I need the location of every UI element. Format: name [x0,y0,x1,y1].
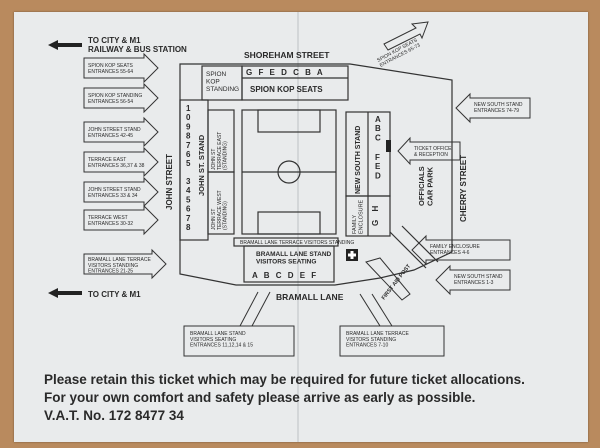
street-north: SHOREHAM STREET [244,50,330,60]
street-south: BRAMALL LANE [276,292,344,302]
fold-crease [297,12,299,442]
entrance-spion-kop-seats-top: SPION KOP SEATSENTRANCES 65-73 [376,37,422,69]
left-direction-label: TO CITY & M1 [88,290,141,299]
street-west: JOHN STREET [165,154,174,210]
bramall-terrace-label: BRAMALL LANE TERRACE VISITORS STANDING [240,240,354,246]
bramall-stand-block [243,245,335,283]
city-arrow-left [48,288,82,298]
note-arrive-early: For your own comfort and safety please a… [44,390,476,405]
john-st-stand-label: JOHN ST. STAND [197,134,206,196]
spion-kop-blocks: G F E D C B A [246,68,325,77]
city-arrow-top [48,40,82,50]
spion-kop-seats-block [241,65,349,101]
entrance-ticket-office: TICKET OFFICE& RECEPTION [414,146,452,158]
ground-outline [179,63,453,286]
terrace-east-label: JOHN STTERRACE EAST(STANDING) [211,132,229,170]
family-enclosure-label: FAMILYENCLOSURE [352,199,364,234]
ticket-office-marker [386,140,391,152]
bramall-blocks: A B C D E F [252,271,318,280]
terrace-west-label: JOHN STTERRACE WEST(STANDING) [211,190,229,230]
spion-kop-seats-label: SPION KOP SEATS [250,85,323,94]
street-east: CHERRY STREET [459,155,468,222]
south-stand-label: NEW SOUTH STAND [355,126,362,194]
note-retain-ticket: Please retain this ticket which may be r… [44,372,525,387]
note-vat-number: V.A.T. No. 172 8477 34 [44,408,184,423]
john-st-terrace-west [207,171,235,235]
family-blocks: G H [371,203,380,226]
ticket [14,12,588,442]
officials-car-park-label: OFFICIALSCAR PARK [417,166,435,206]
